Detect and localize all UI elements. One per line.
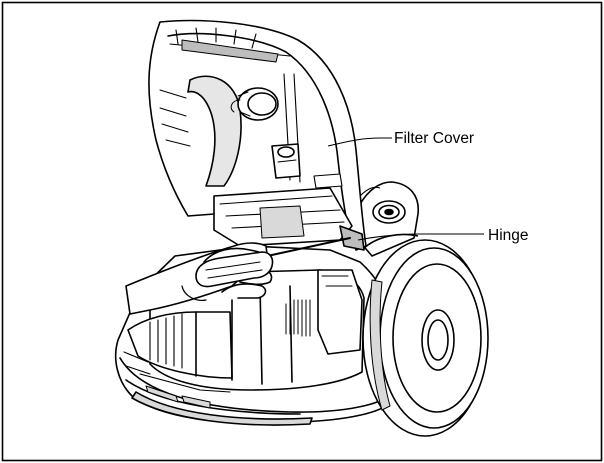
hinge-leader [357,233,484,241]
vacuum-body [114,245,393,426]
rear-wheel [362,239,489,437]
hinge-label: Hinge [488,227,529,244]
filter-cover-leader [327,137,392,147]
filter-cover [148,19,367,251]
filter-cover-label: Filter Cover [394,130,474,147]
leader-lines [327,137,484,241]
hand-with-screwdriver [125,237,351,315]
